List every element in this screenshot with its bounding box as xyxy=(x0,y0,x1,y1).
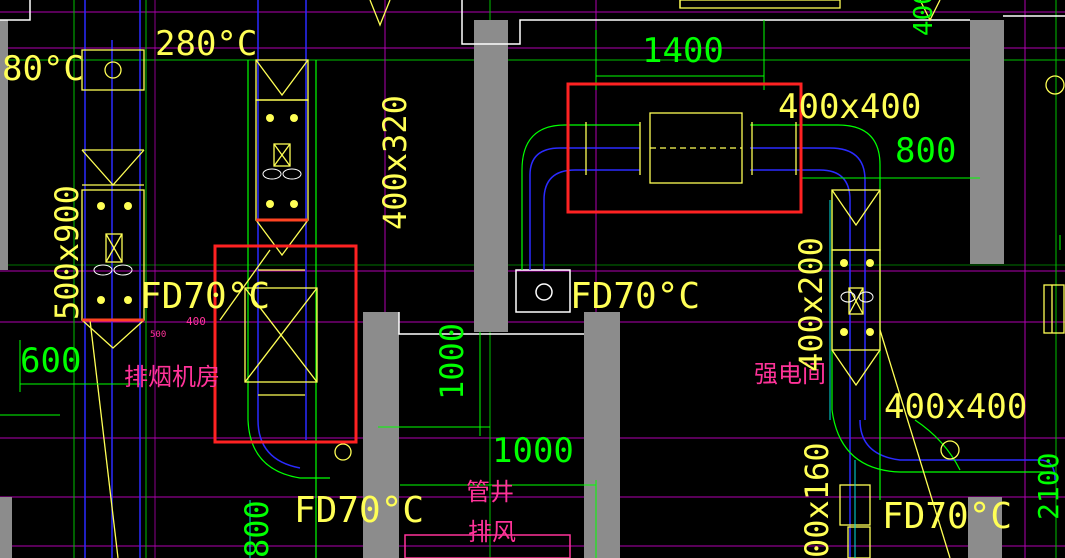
label-small-500: 500 xyxy=(150,330,166,340)
damper-markers xyxy=(97,114,874,336)
label-dim-800-bottom: 800 xyxy=(238,500,276,558)
label-dim-1000-vertical: 1000 xyxy=(433,323,471,400)
label-dim-600: 600 xyxy=(20,341,81,381)
highlight-frame-equipment-top xyxy=(566,82,803,214)
label-dim-1000-horizontal: 1000 xyxy=(492,431,574,471)
label-dim-400x400-right: 400x400 xyxy=(884,387,1027,427)
dimension-lines xyxy=(0,20,1061,558)
shaft-outline xyxy=(404,534,571,558)
fan-symbols xyxy=(93,168,874,303)
label-fd70-left: FD70°C xyxy=(140,276,270,317)
label-dim-400x400-top: 400x400 xyxy=(778,87,921,127)
walls xyxy=(0,20,1004,558)
fire-damper-bars xyxy=(82,218,308,322)
label-dim-400x200: 400x200 xyxy=(792,237,830,372)
label-dim-400x320: 400x320 xyxy=(376,95,414,230)
label-dim-right-top: 400 xyxy=(909,0,939,36)
label-dim-800-right: 800 xyxy=(895,131,956,171)
label-room-smoke-fan: 排烟机房 xyxy=(124,363,220,391)
label-dim-160: 00x160 xyxy=(798,442,836,558)
cyan-lines xyxy=(249,200,856,558)
wall-outlines xyxy=(0,0,1065,335)
duct-outlines-green xyxy=(247,60,1045,558)
label-dim-1400: 1400 xyxy=(642,31,724,71)
label-temp-280: 280°C xyxy=(155,24,257,64)
label-dim-500x900: 500x900 xyxy=(48,185,86,320)
label-small-400: 400 xyxy=(186,315,206,328)
label-temp-80: 80°C xyxy=(2,49,84,89)
label-fd70-bottom-left: FD70°C xyxy=(294,490,424,531)
label-fd70-middle: FD70°C xyxy=(570,276,700,317)
label-room-strong-electric: 强电间 xyxy=(754,360,826,388)
label-dim-2100: 2100 xyxy=(1032,453,1065,520)
highlight-frame-smoke-fan xyxy=(213,244,358,444)
highlight-frames xyxy=(213,82,803,444)
label-fd70-bottom-right: FD70°C xyxy=(882,496,1012,537)
label-exhaust: 排风 xyxy=(468,518,516,546)
label-shaft: 管井 xyxy=(466,478,514,506)
